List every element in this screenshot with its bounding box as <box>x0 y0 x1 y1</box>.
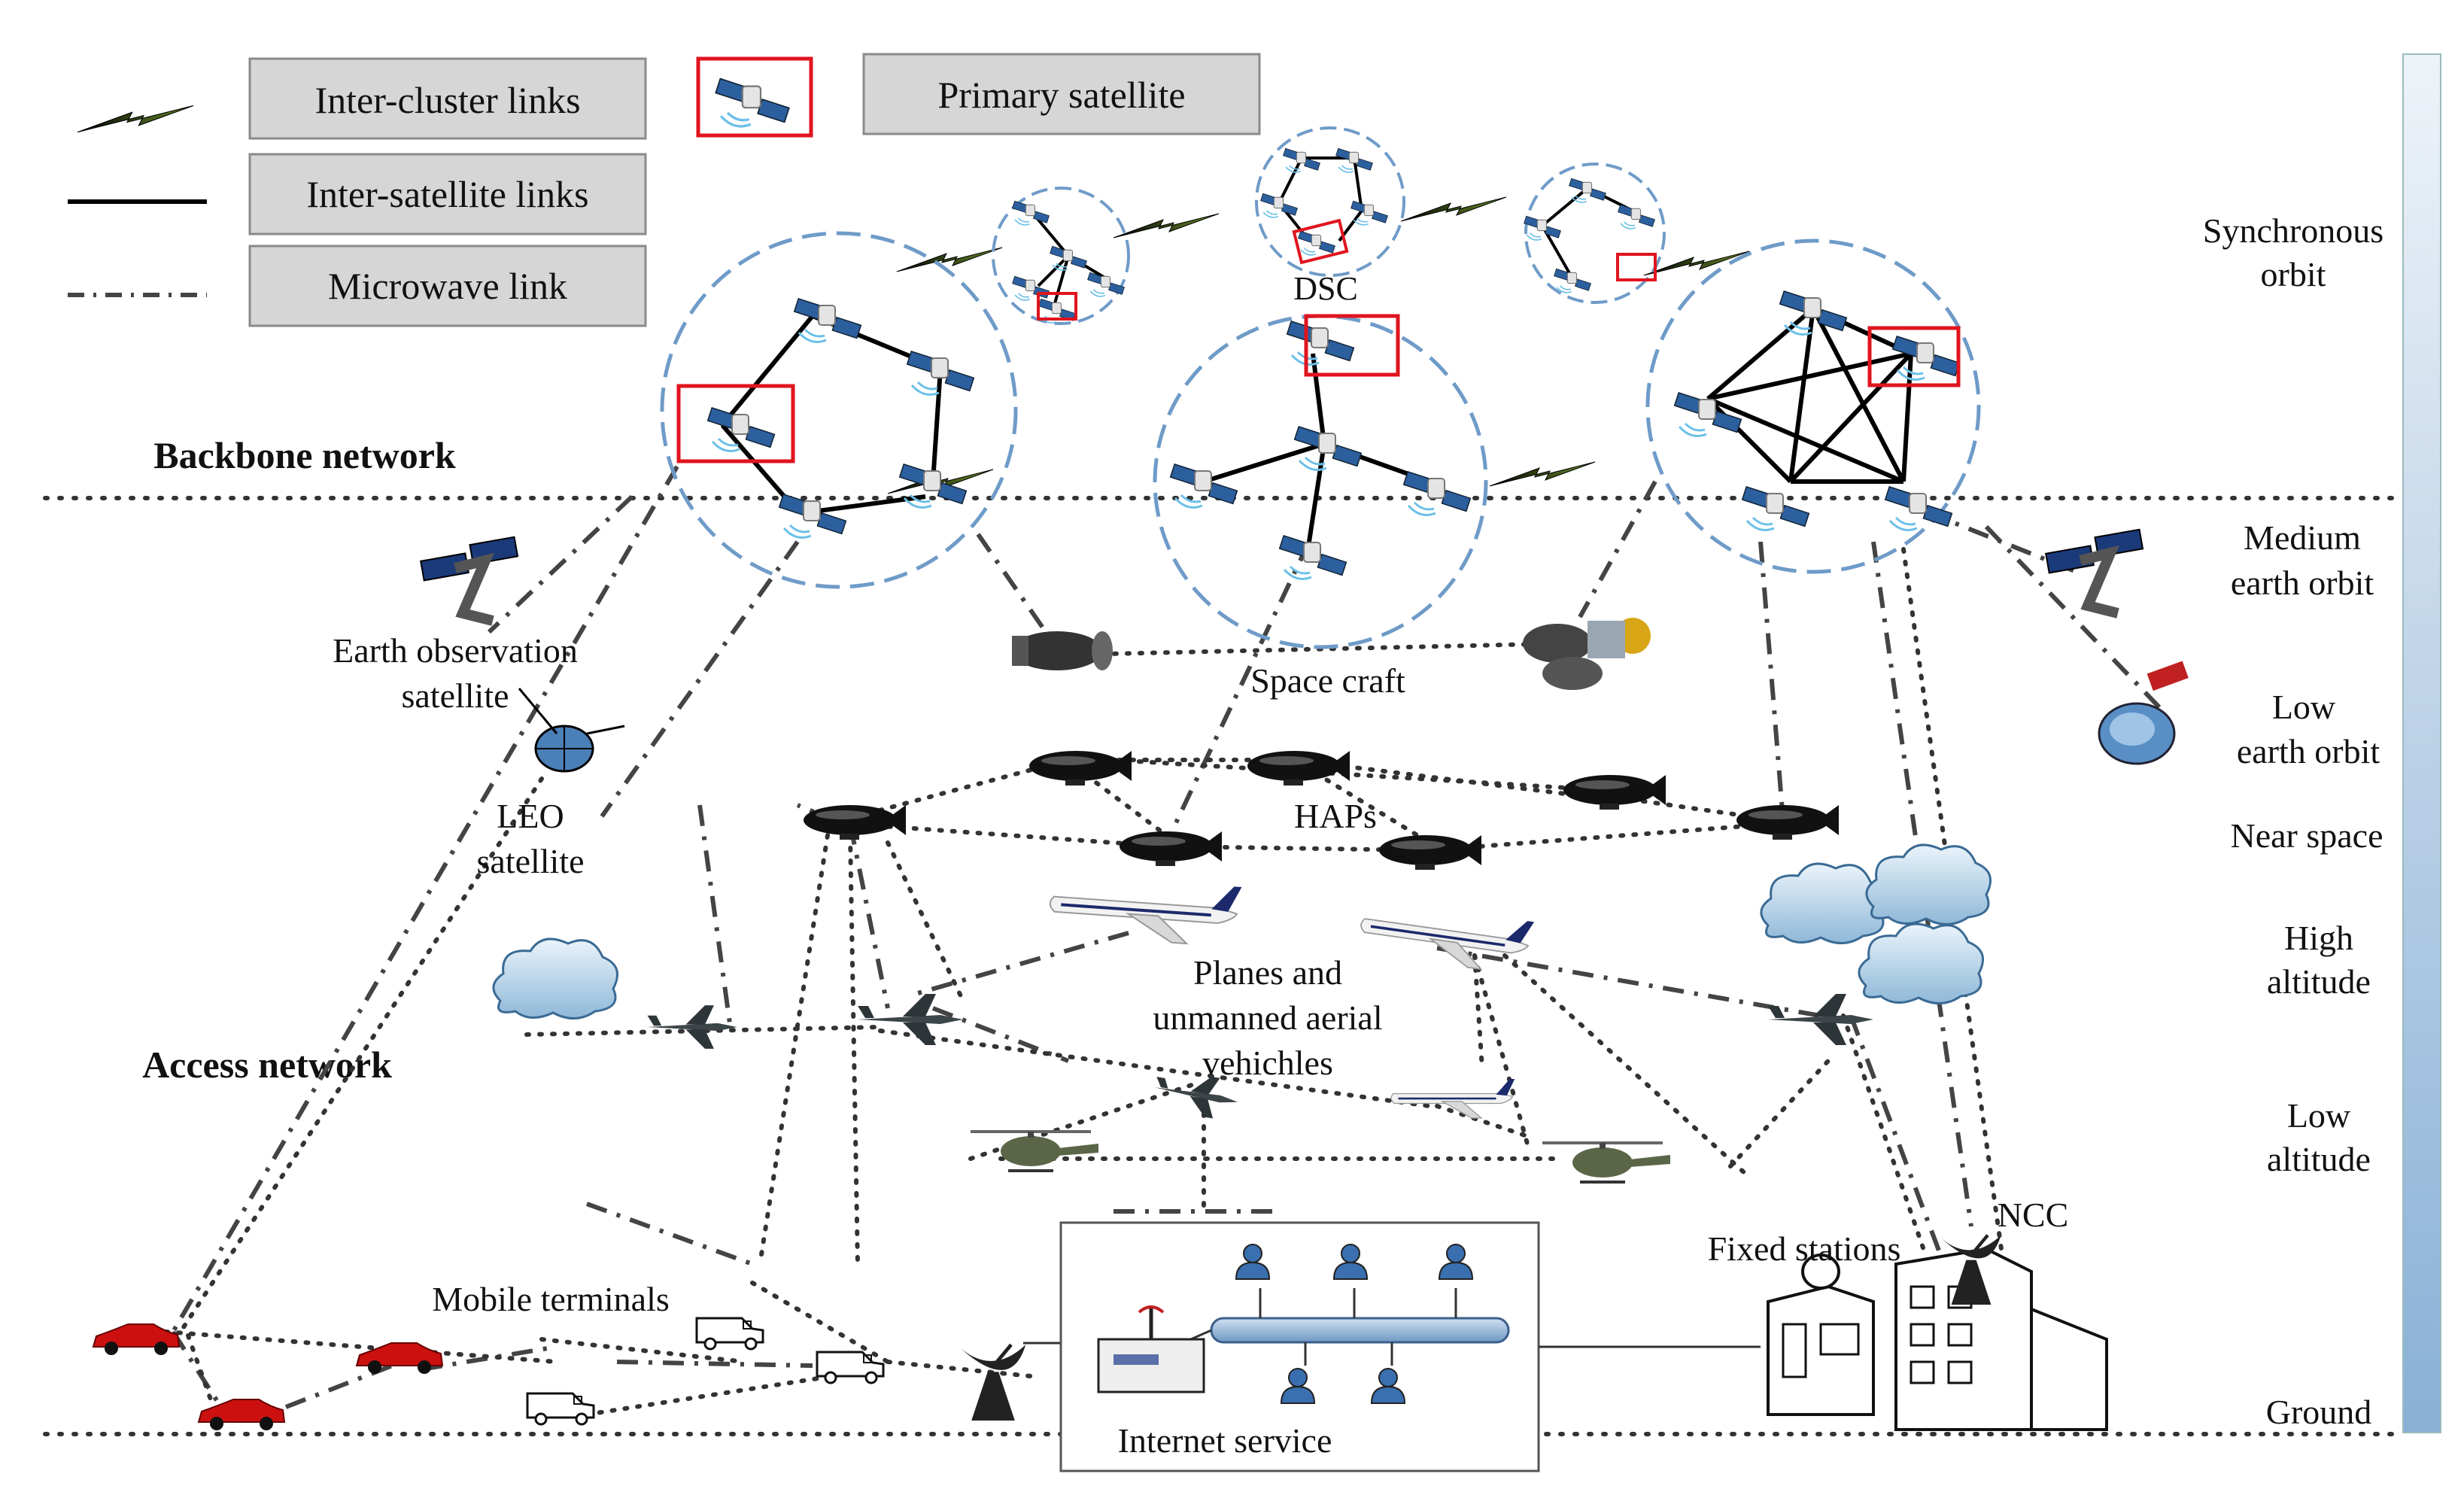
legend-primary-label: Primary satellite <box>937 74 1185 116</box>
altitude-leo-line1: Low <box>2272 688 2336 726</box>
leo-label-line2: satellite <box>476 842 584 880</box>
altitude-low-line1: Low <box>2287 1096 2351 1135</box>
altitude-near-space: Near space <box>2230 816 2383 855</box>
altitude-sync-line1: Synchronous <box>2203 211 2383 250</box>
legend-inter-cluster-label: Inter-cluster links <box>314 79 580 121</box>
legend-box-inter-cluster <box>248 57 647 140</box>
legend-microwave-label: Microwave link <box>328 265 567 307</box>
mobile-terminals-label: Mobile terminals <box>432 1280 670 1318</box>
primary-box-top-right <box>1616 253 1657 281</box>
router-icon <box>1097 1305 1205 1393</box>
altitude-meo-line1: Medium <box>2244 518 2361 557</box>
altitude-low-line2: altitude <box>2267 1140 2371 1178</box>
clouds <box>492 843 1992 1020</box>
primary-box-left <box>676 384 795 463</box>
primary-box-center <box>1304 314 1400 377</box>
altitude-sync-line2: orbit <box>2261 255 2326 293</box>
leo-label-line1: LEO <box>497 797 564 835</box>
earth-observation-label-line1: Earth observation <box>333 631 578 670</box>
altitude-ground: Ground <box>2266 1393 2372 1431</box>
altitude-high-line2: altitude <box>2267 962 2371 1001</box>
primary-box-top-left <box>1037 292 1077 321</box>
leo-satellite-right-icon <box>2098 661 2189 765</box>
earth-observation-satellite-right-icon <box>2045 528 2144 618</box>
altitude-leo-line2: earth orbit <box>2237 732 2380 770</box>
legend-box-microwave <box>248 245 647 327</box>
backbone-network-title: Backbone network <box>153 434 456 476</box>
fixed-stations <box>1767 1235 2108 1431</box>
node-labels: Earth observation satellite LEO satellit… <box>333 631 2068 1460</box>
cluster-top-center: DSC <box>1255 126 1405 307</box>
cluster-right <box>1645 239 1981 574</box>
cluster-top-left <box>992 187 1130 325</box>
altitude-labels: Synchronous orbit Medium earth orbit Low… <box>2203 211 2383 1431</box>
primary-box-right <box>1867 326 1961 387</box>
legend-box-inter-satellite <box>248 153 647 236</box>
altitude-bar <box>2402 53 2441 1433</box>
internet-service-label: Internet service <box>1118 1421 1332 1460</box>
dsc-label: DSC <box>1293 270 1358 307</box>
space-craft-label: Space craft <box>1250 661 1405 700</box>
cluster-top-right <box>1523 163 1666 304</box>
mobile-terminals <box>93 1317 885 1431</box>
legend: Inter-cluster links Inter-satellite link… <box>68 53 1261 327</box>
primary-box-top-center <box>1292 218 1349 265</box>
leo-satellite-icon <box>518 688 625 773</box>
space-craft-right-icon <box>1523 618 1651 690</box>
cluster-center <box>1153 314 1488 649</box>
inter-cluster-link-icon <box>77 105 194 133</box>
ncc-label: NCC <box>1998 1196 2069 1234</box>
planes-label-line3: vehichles <box>1202 1044 1333 1082</box>
primary-satellite-marker <box>696 56 813 138</box>
ground-dish-icon <box>961 1345 1025 1421</box>
primary-satellite-icon <box>714 77 791 128</box>
haps-label: HAPs <box>1294 797 1377 835</box>
altitude-high-line1: High <box>2284 919 2353 957</box>
legend-inter-satellite-label: Inter-satellite links <box>306 173 588 215</box>
fixed-stations-label: Fixed stations <box>1708 1229 1901 1268</box>
earth-observation-label-line2: satellite <box>401 676 509 715</box>
earth-observation-satellite-icon <box>420 536 519 626</box>
space-craft-left-icon <box>1012 631 1113 670</box>
altitude-meo-line2: earth orbit <box>2231 564 2374 602</box>
legend-box-primary <box>862 53 1261 135</box>
cluster-left <box>660 231 1018 589</box>
planes-label-line1: Planes and <box>1193 953 1342 992</box>
planes-label-line2: unmanned aerial <box>1153 998 1382 1037</box>
access-network-title: Access network <box>142 1044 392 1086</box>
